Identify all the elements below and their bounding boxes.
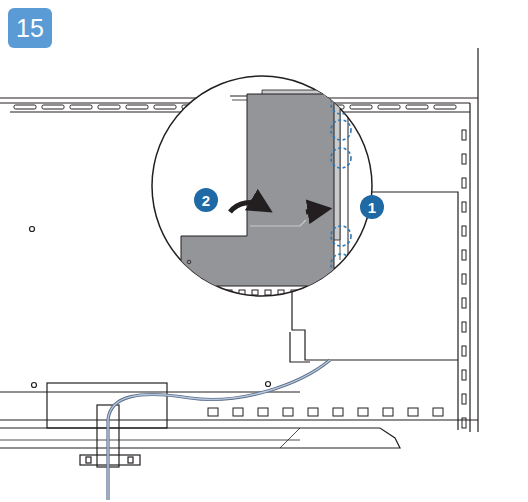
- callout-number: 2: [194, 188, 218, 212]
- zoom-detail: [150, 90, 370, 300]
- zoom-circle: [152, 76, 372, 296]
- callout-number: 1: [360, 195, 384, 219]
- cable: [108, 360, 330, 500]
- tv-back-panel: [0, 48, 478, 467]
- step-number: 15: [8, 8, 52, 48]
- cable-highlight: [108, 360, 330, 500]
